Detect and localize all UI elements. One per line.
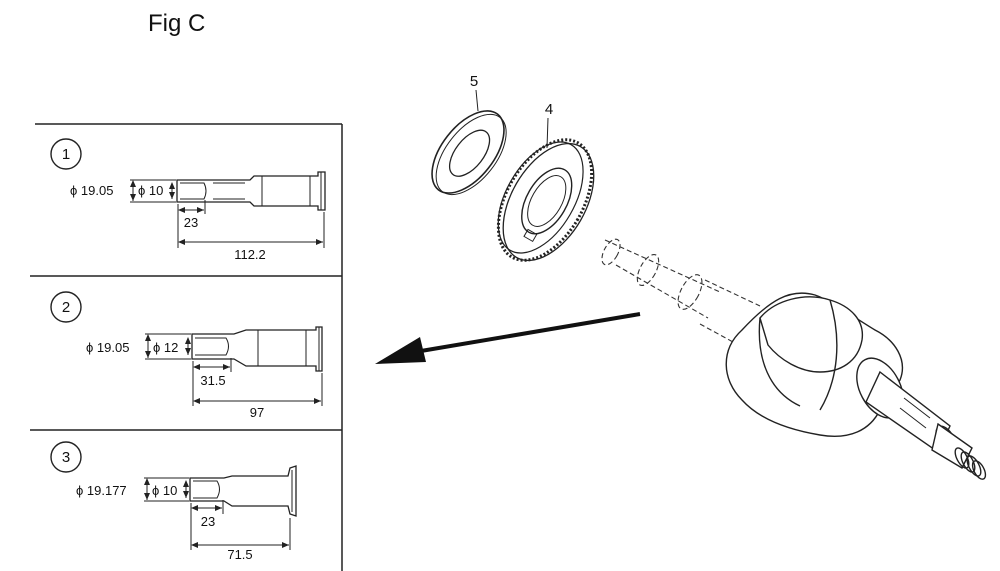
shaft-drawing	[191, 326, 323, 372]
inner-diameter-label: ϕ 10	[152, 483, 177, 498]
variant-number: 3	[62, 449, 70, 466]
shaft-drawing	[176, 171, 326, 211]
total-length-label: 112.2	[234, 247, 266, 262]
outer-diameter-label: ϕ 19.05	[70, 183, 113, 198]
inner-diameter-label: ϕ 10	[138, 183, 163, 198]
figure-title: Fig C	[148, 10, 206, 37]
short-length-label: 31.5	[200, 373, 225, 388]
shaft-variant-2: 2 ϕ 19.05 ϕ 12 31.5 97	[50, 291, 323, 420]
short-length-label: 23	[201, 514, 215, 529]
washer-part-label: 5	[470, 73, 478, 90]
variant-number: 2	[62, 299, 70, 316]
short-length-label: 23	[184, 215, 198, 230]
timing-gear: 4	[496, 101, 595, 262]
variant-number-circle	[50, 291, 82, 323]
variant-number-circle	[50, 138, 82, 170]
pointer-arrow	[375, 312, 641, 364]
outer-diameter-label: ϕ 19.177	[76, 483, 127, 498]
thread-icon	[954, 447, 987, 480]
shaft-variant-1: 1 ϕ 19.05 ϕ 10 23 112.2	[50, 138, 326, 262]
outer-diameter-label: ϕ 19.05	[86, 340, 129, 355]
total-length-label: 97	[250, 405, 264, 420]
total-length-label: 71.5	[227, 547, 252, 562]
shaft-drawing	[189, 465, 297, 517]
variant-number: 1	[62, 146, 70, 163]
variant-number-circle	[50, 441, 82, 473]
shaft-variant-3: 3 ϕ 19.177 ϕ 10 23 71.5	[50, 441, 297, 562]
inner-diameter-label: ϕ 12	[153, 340, 178, 355]
gear-part-label: 4	[545, 101, 553, 118]
crankshaft	[601, 238, 987, 480]
shaft-panel-frame	[30, 123, 343, 571]
phantom-shaft-end	[601, 238, 761, 349]
thrust-washer: 5	[431, 73, 507, 196]
